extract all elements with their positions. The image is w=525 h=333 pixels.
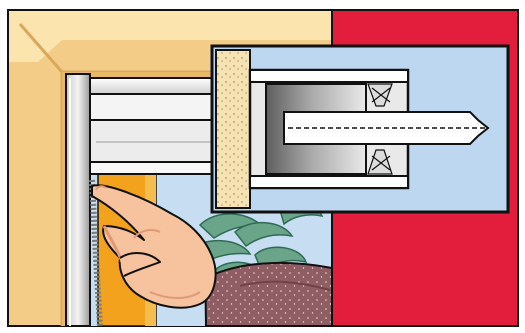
cork-wall-section xyxy=(216,50,250,208)
magnified-rail-detail xyxy=(212,46,508,212)
sleeve xyxy=(206,263,332,326)
